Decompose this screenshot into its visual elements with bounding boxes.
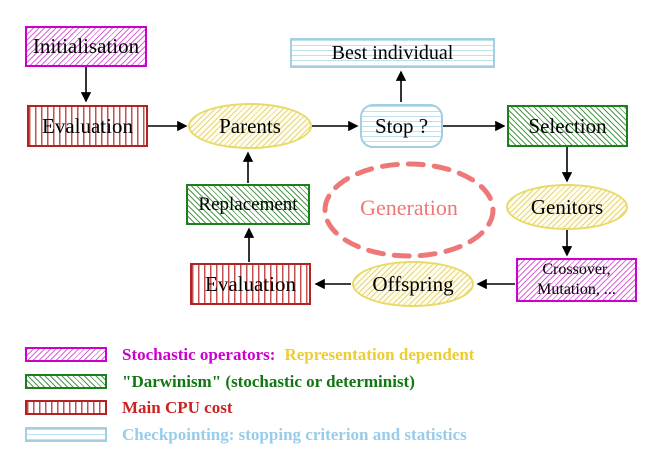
- node-crossover-mutation: Crossover, Mutation, ...: [516, 258, 637, 302]
- legend-label-representation-dependent: Representation dependent: [284, 344, 475, 364]
- node-genitors-label: Genitors: [530, 194, 604, 219]
- node-initialisation-label: Initialisation: [32, 34, 140, 58]
- node-crossover-label-line2: Mutation, ...: [537, 281, 616, 298]
- legend-swatch-red-vertical-stripes: [25, 399, 107, 415]
- legend-swatch-magenta-diagonal-hatch: [25, 346, 107, 362]
- node-selection-label: Selection: [528, 113, 607, 138]
- node-replacement-label: Replacement: [198, 194, 298, 215]
- node-selection: Selection: [507, 105, 628, 147]
- node-stop-label: Stop ?: [374, 113, 429, 138]
- generation-cycle-label: Generation: [360, 195, 458, 220]
- node-evaluation-bottom-label: Evaluation: [205, 271, 296, 296]
- legend-row-checkpointing: Checkpointing: stopping criterion and st…: [25, 422, 467, 446]
- legend-label-stochastic-operators: Stochastic operators:: [122, 344, 276, 364]
- node-genitors: Genitors: [506, 184, 628, 230]
- legend-swatch-green-diagonal-hatch: [25, 373, 107, 389]
- legend-label-darwinism: "Darwinism" (stochastic or determinist): [122, 371, 415, 391]
- node-parents-label: Parents: [219, 113, 281, 138]
- node-evaluation-top: Evaluation: [27, 105, 148, 147]
- node-evaluation-bottom: Evaluation: [190, 263, 311, 305]
- legend-label-main-cpu-cost: Main CPU cost: [122, 397, 233, 417]
- node-stop: Stop ?: [360, 104, 443, 148]
- node-crossover-label-line1: Crossover,: [542, 261, 611, 278]
- legend-swatch-cyan-horizontal-stripes: [25, 426, 107, 442]
- node-offspring-label: Offspring: [372, 271, 454, 296]
- node-evaluation-top-label: Evaluation: [42, 113, 133, 138]
- legend-row-main-cpu-cost: Main CPU cost: [25, 395, 232, 419]
- generation-dashed-ellipse: [322, 161, 496, 259]
- legend-label-checkpointing: Checkpointing: stopping criterion and st…: [122, 424, 467, 444]
- node-best-individual-label: Best individual: [331, 42, 454, 64]
- node-parents: Parents: [188, 103, 312, 149]
- node-offspring: Offspring: [352, 261, 474, 307]
- node-replacement: Replacement: [186, 184, 310, 225]
- node-initialisation: Initialisation: [25, 26, 147, 67]
- legend-row-stochastic-operators: Stochastic operators: Representation dep…: [25, 342, 474, 366]
- legend-row-darwinism: "Darwinism" (stochastic or determinist): [25, 369, 415, 393]
- node-best-individual: Best individual: [290, 38, 495, 68]
